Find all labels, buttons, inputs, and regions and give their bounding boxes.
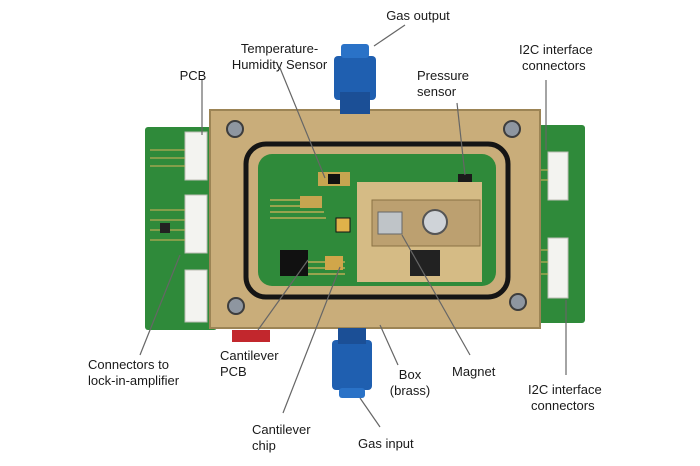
lockin-connectors (184, 131, 208, 323)
label-cantilever-chip-line2: chip (252, 438, 276, 453)
label-i2c-top-line1: I2C interface (519, 42, 593, 57)
label-i2c-top-line2: connectors (522, 58, 586, 73)
cantilever-connector (280, 250, 308, 276)
label-cantilever-pcb-line1: Cantilever (220, 348, 279, 363)
label-lockin-line2: lock-in-amplifier (88, 373, 180, 388)
label-temp-humidity-line2: Humidity Sensor (231, 57, 328, 72)
label-cantilever-pcb-line2: PCB (220, 364, 247, 379)
label-i2c-bottom-line2: connectors (531, 398, 595, 413)
screws (226, 120, 527, 315)
label-pcb: PCB (179, 68, 207, 83)
label-gas-input: Gas input (358, 436, 414, 451)
label-lockin-line1: Connectors to (88, 357, 169, 372)
magnet (377, 211, 403, 235)
label-pressure-line1: Pressure (417, 68, 470, 83)
gas-output-fitting (334, 44, 376, 114)
gasket (243, 141, 511, 300)
label-box-line2: (brass) (389, 383, 431, 398)
label-temp-humidity-line1: Temperature- (240, 41, 319, 56)
label-i2c-bottom-line1: I2C interface (528, 382, 602, 397)
i2c-connectors (547, 151, 569, 299)
label-cantilever-chip-line1: Cantilever (252, 422, 311, 437)
callout-lines (139, 24, 567, 428)
label-pressure-line2: sensor (417, 84, 457, 99)
gas-input-fitting (332, 328, 372, 398)
label-magnet: Magnet (452, 364, 496, 379)
label-box-line1: Box (398, 367, 422, 382)
label-gas-output: Gas output (386, 8, 450, 23)
